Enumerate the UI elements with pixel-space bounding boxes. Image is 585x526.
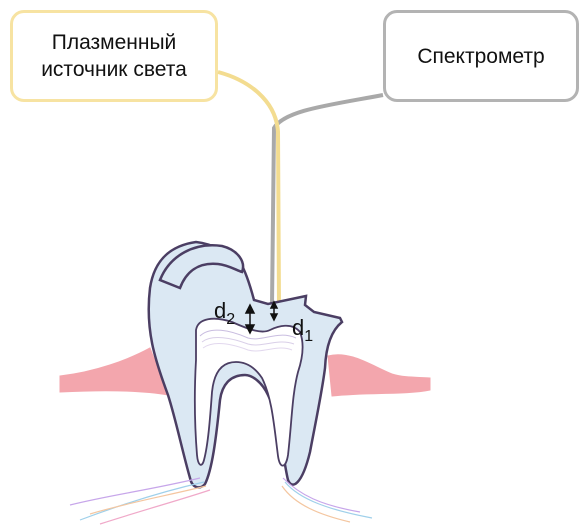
spectrometer-fiber xyxy=(272,95,383,305)
nerve-fiber xyxy=(282,486,350,522)
d1-sub: 1 xyxy=(304,328,313,345)
d2-sub: 2 xyxy=(226,311,235,328)
d1-main: d xyxy=(292,315,304,340)
gum-right xyxy=(328,355,430,396)
nerve-fiber xyxy=(285,482,372,518)
d2-main: d xyxy=(214,298,226,323)
gum-left xyxy=(60,348,168,395)
